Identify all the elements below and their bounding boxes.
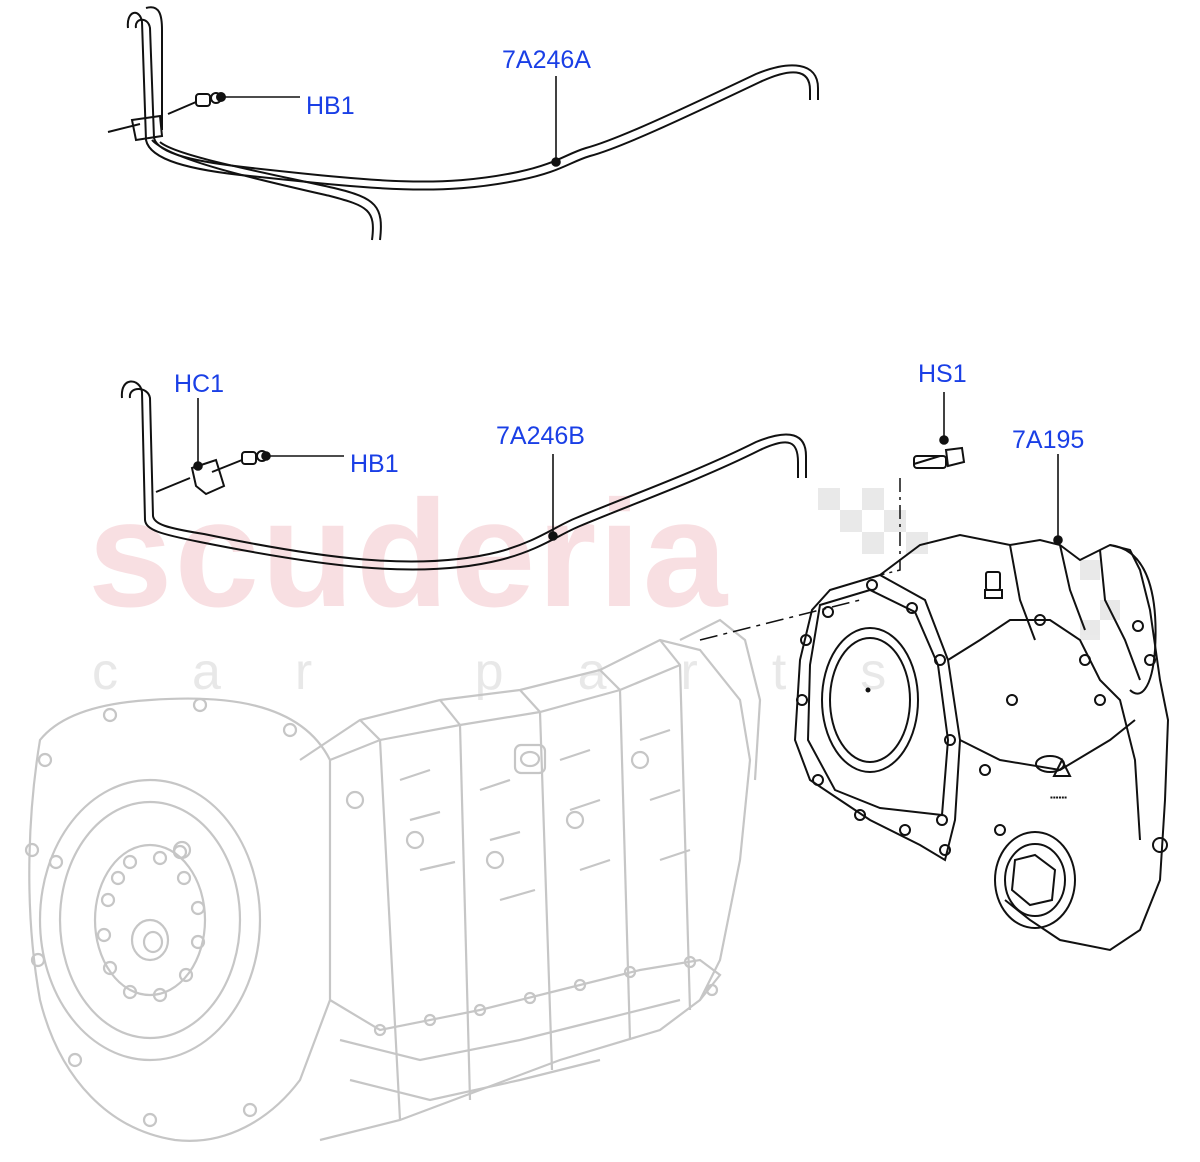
callout-7A195[interactable]: 7A195 (1012, 426, 1085, 454)
watermark-brand: scuderia (88, 469, 730, 639)
bolt-HS1 (913, 446, 966, 469)
callout-7A246B[interactable]: 7A246B (496, 422, 585, 450)
callout-hc1[interactable]: HC1 (174, 370, 225, 398)
callout-leaders (193, 76, 1063, 545)
transmission-ghost (24, 618, 762, 1142)
transfer-case-7A195: ▪▪▪▪▪▪ (793, 533, 1170, 952)
callout-hs1[interactable]: HS1 (918, 360, 967, 388)
breather-pipe-7A246B (120, 380, 807, 571)
callout-7A246A[interactable]: 7A246A (502, 46, 591, 74)
callout-hb1-lower[interactable]: HB1 (350, 450, 399, 478)
casting-mark: ▪▪▪▪▪▪ (1050, 793, 1067, 802)
alignment-dash-line (699, 599, 861, 641)
breather-pipe-7A246A (107, 6, 819, 241)
alignment-dash-line-vertical (879, 478, 901, 576)
checkered-flag-watermark (818, 488, 1120, 640)
callout-hb1-upper[interactable]: HB1 (306, 92, 355, 120)
